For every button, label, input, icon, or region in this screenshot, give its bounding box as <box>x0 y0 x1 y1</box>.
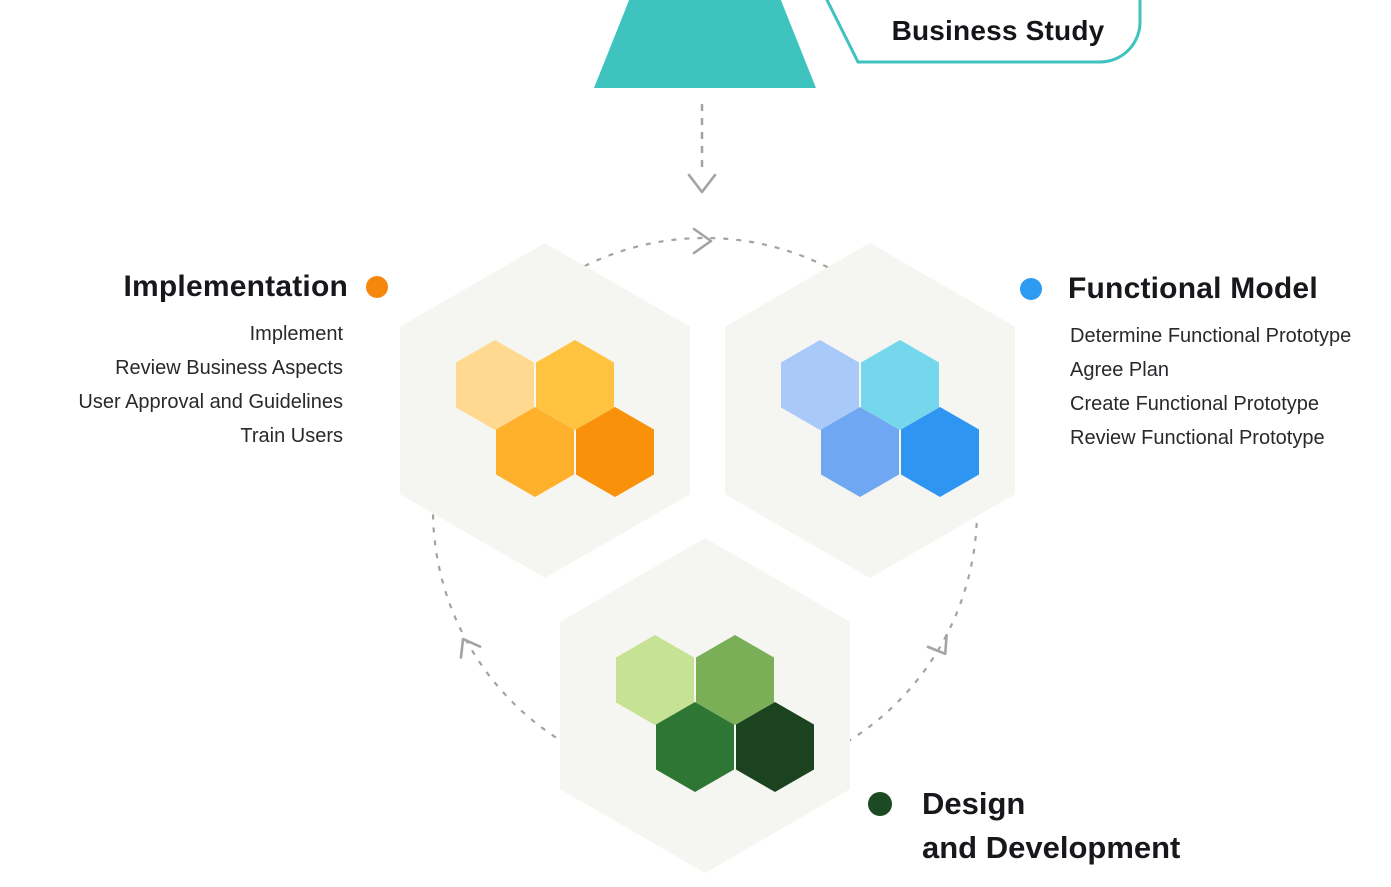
list-item: Implement <box>249 323 343 345</box>
list-item: Determine Functional Prototype <box>1070 325 1352 347</box>
functional-hex-blue <box>901 407 979 497</box>
implementation-hex-light <box>456 340 534 430</box>
cycle-arrowhead-left-icon <box>459 637 482 659</box>
implementation-bullet-dot <box>366 276 388 298</box>
list-item: Train Users <box>240 425 343 447</box>
implementation-label-block: Implementation Implement Review Business… <box>20 270 388 453</box>
functional-model-label-block: Functional Model Determine Functional Pr… <box>1020 272 1391 455</box>
design-title-line-1: Design <box>922 786 1026 821</box>
implementation-items: Implement Review Business Aspects User A… <box>20 317 388 453</box>
flow-down-arrowhead-icon <box>687 173 717 194</box>
functional-hex-cyan <box>861 340 939 430</box>
list-item: Review Business Aspects <box>115 357 343 379</box>
design-hex-light-green <box>616 635 694 725</box>
design-development-bullet-dot <box>868 792 892 816</box>
design-hex-dark-green <box>656 702 734 792</box>
functional-model-bullet-dot <box>1020 278 1042 300</box>
cycle-arrowhead-top-icon <box>692 227 713 255</box>
implementation-hex-amber <box>496 407 574 497</box>
functional-hex-periwinkle <box>781 340 859 430</box>
list-item: User Approval and Guidelines <box>78 391 343 413</box>
business-study-triangle-icon <box>594 0 816 88</box>
cycle-arrowhead-right-icon <box>926 633 948 656</box>
cycle-arrowheads <box>459 227 948 659</box>
implementation-hex-orange <box>576 407 654 497</box>
design-title-line-2: and Development <box>922 830 1181 865</box>
list-item: Agree Plan <box>1070 359 1169 381</box>
design-development-title: Design and Development <box>922 782 1180 870</box>
top-flow-layer <box>594 0 1142 194</box>
business-study-label: Business Study <box>891 15 1105 46</box>
implementation-hex-gold <box>536 340 614 430</box>
list-item: Create Functional Prototype <box>1070 393 1320 415</box>
business-study-shape <box>825 0 1142 64</box>
functional-model-items: Determine Functional Prototype Agree Pla… <box>1020 319 1391 455</box>
functional-model-title: Functional Model <box>1068 272 1318 305</box>
functional-hex-medium-blue <box>821 407 899 497</box>
design-development-label-block: Design and Development <box>868 782 1180 870</box>
implementation-title: Implementation <box>123 270 348 303</box>
design-hex-darkest-green <box>736 702 814 792</box>
design-hex-medium-green <box>696 635 774 725</box>
list-item: Review Functional Prototype <box>1070 427 1325 449</box>
